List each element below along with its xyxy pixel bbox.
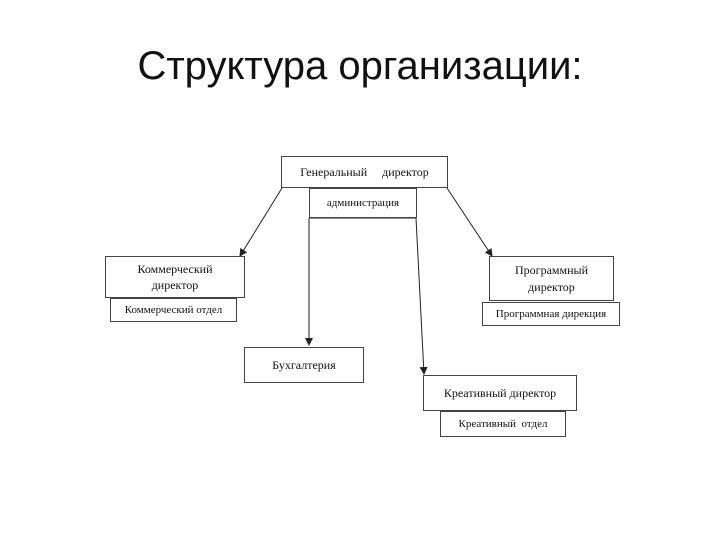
general-director-box: Генеральный директор (281, 156, 448, 188)
arrow-to-commercial-director (239, 187, 283, 257)
commercial-director-box: Коммерческий директор (105, 256, 245, 298)
commercial-director-label: Коммерческий директор (137, 261, 213, 292)
arrow-to-program-director (446, 187, 493, 257)
creative-department-box: Креативный отдел (440, 411, 566, 437)
commercial-department-box: Коммерческий отдел (110, 298, 237, 322)
slide-title: Структура организации: (137, 44, 583, 88)
program-director-label: Программный директор (514, 263, 588, 294)
accounting-box: Бухгалтерия (244, 347, 364, 383)
creative-director-label: Креативный директор (443, 385, 557, 400)
program-directorate-label: Программная дирекция (495, 307, 607, 320)
program-directorate-box: Программная дирекция (482, 302, 620, 326)
program-director-box: Программный директор (489, 256, 614, 301)
creative-department-label: Креативный отдел (458, 417, 548, 430)
creative-director-box: Креативный директор (423, 375, 577, 411)
arrow-to-creative-director (309, 217, 428, 375)
administration-box: администрация (309, 188, 417, 218)
general-director-label: Генеральный директор (300, 164, 429, 179)
commercial-department-label: Коммерческий отдел (124, 303, 223, 316)
administration-label: администрация (326, 196, 400, 209)
accounting-label: Бухгалтерия (272, 357, 336, 372)
